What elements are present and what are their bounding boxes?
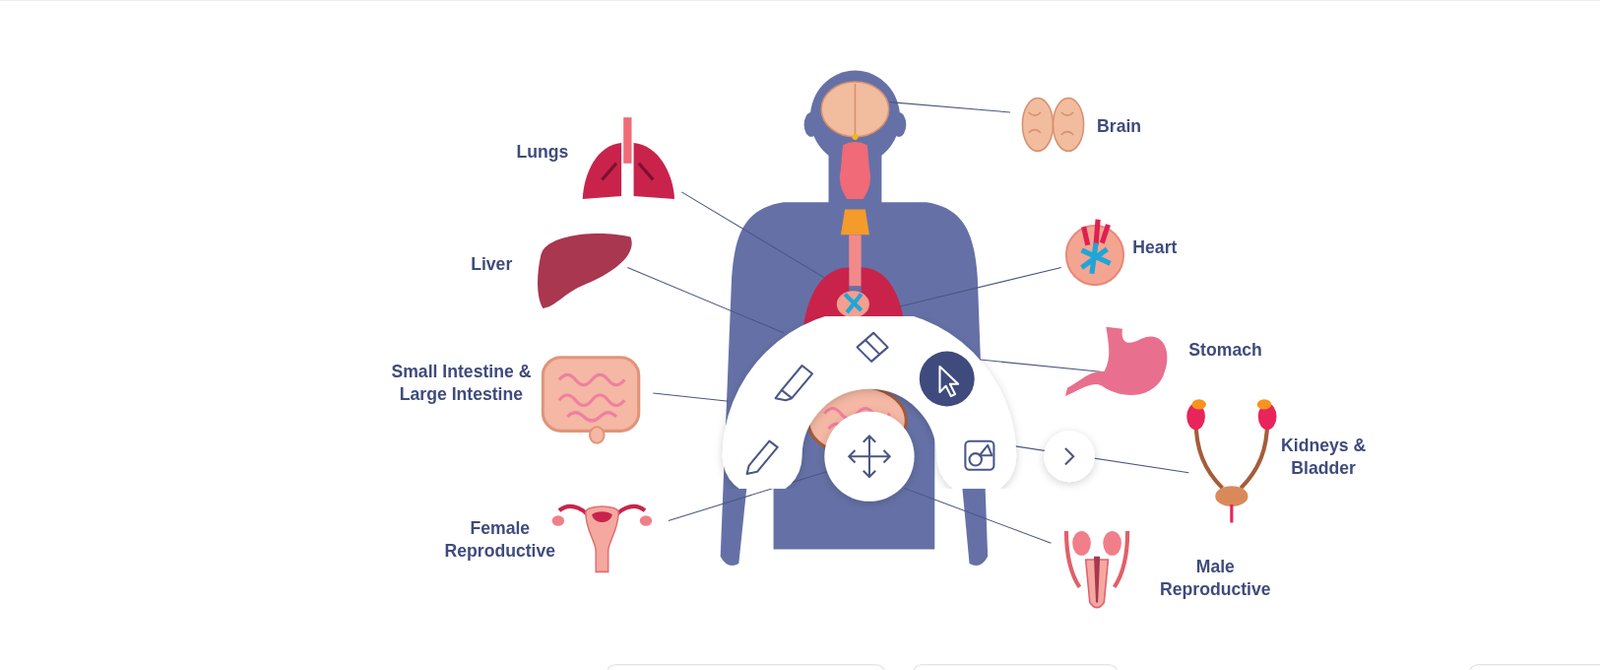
organ-label: Male Reproductive bbox=[1152, 556, 1280, 602]
stomach-icon bbox=[1065, 326, 1168, 396]
expand-button bbox=[1043, 430, 1095, 482]
heart-icon bbox=[1066, 219, 1124, 285]
organ-label: Liver bbox=[470, 253, 512, 276]
lungs-icon bbox=[582, 117, 675, 199]
select-tool-active bbox=[919, 351, 975, 407]
female-reproductive-icon bbox=[552, 506, 653, 572]
move-button bbox=[824, 411, 914, 502]
organ-label: Stomach bbox=[1188, 338, 1262, 362]
body-silhouette bbox=[720, 70, 989, 567]
liver-icon bbox=[537, 233, 633, 309]
organ-label: Lungs bbox=[515, 140, 569, 164]
organ-label: Female Reproductive bbox=[436, 516, 565, 563]
chevron-icon bbox=[1065, 448, 1074, 465]
organ-label: Brain bbox=[1096, 115, 1142, 138]
cursor-icon bbox=[939, 366, 959, 396]
organ-label: Heart bbox=[1132, 236, 1177, 259]
organ-label: Small Intestine & Large Intestine bbox=[389, 361, 533, 407]
intestine-icon bbox=[542, 357, 639, 444]
kidneys-icon bbox=[1186, 398, 1277, 522]
male-reproductive-icon bbox=[1066, 530, 1128, 608]
top-rule bbox=[0, 0, 1600, 1]
organ-label: Kidneys & Bladder bbox=[1280, 434, 1367, 480]
move-icon bbox=[848, 436, 890, 477]
brain-icon bbox=[1022, 97, 1084, 151]
leader-lines bbox=[627, 102, 1189, 544]
bottom-cards bbox=[607, 664, 1600, 670]
